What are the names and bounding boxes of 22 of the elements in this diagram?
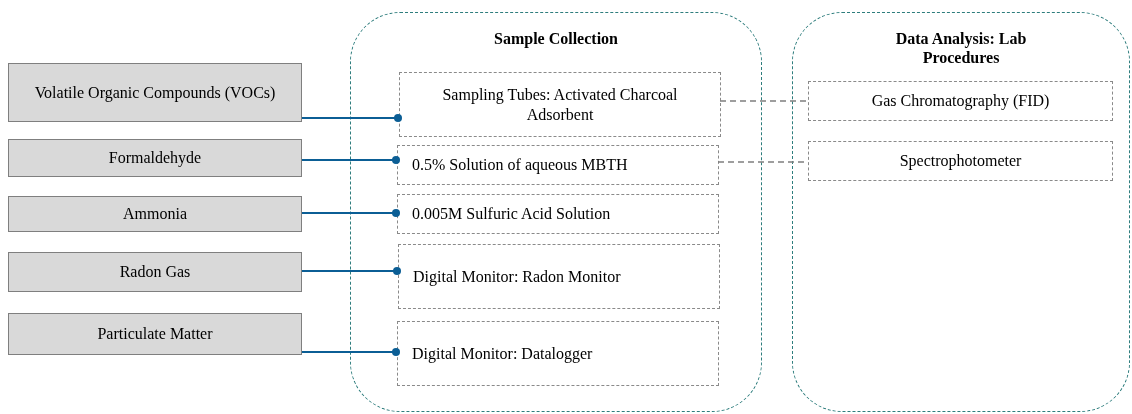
connector-line	[301, 267, 401, 275]
pollutant-box: Ammonia	[8, 196, 302, 232]
pollutant-box: Radon Gas	[8, 252, 302, 292]
connector-line	[301, 156, 400, 164]
pollutant-box: Particulate Matter	[8, 313, 302, 355]
method-box: 0.5% Solution of aqueous MBTH	[397, 145, 719, 185]
pollutant-box: Formaldehyde	[8, 139, 302, 177]
group-title: Data Analysis: Lab Procedures	[894, 29, 1028, 68]
connector-line	[301, 114, 402, 122]
method-box: Digital Monitor: Datalogger	[397, 321, 719, 386]
connector-line	[301, 348, 400, 356]
method-box: Digital Monitor: Radon Monitor	[398, 244, 720, 309]
method-box: Spectrophotometer	[808, 141, 1113, 181]
connector-line	[719, 100, 808, 102]
group-panel	[350, 12, 762, 412]
pollutant-box: Volatile Organic Compounds (VOCs)	[8, 63, 302, 122]
method-box: Sampling Tubes: Activated Charcoal Adsorbent	[399, 72, 721, 137]
method-box: 0.005M Sulfuric Acid Solution	[397, 194, 719, 234]
method-box: Gas Chromatography (FID)	[808, 81, 1113, 121]
connector-line	[301, 209, 400, 217]
group-title: Sample Collection	[493, 29, 619, 49]
group-panel	[792, 12, 1130, 412]
